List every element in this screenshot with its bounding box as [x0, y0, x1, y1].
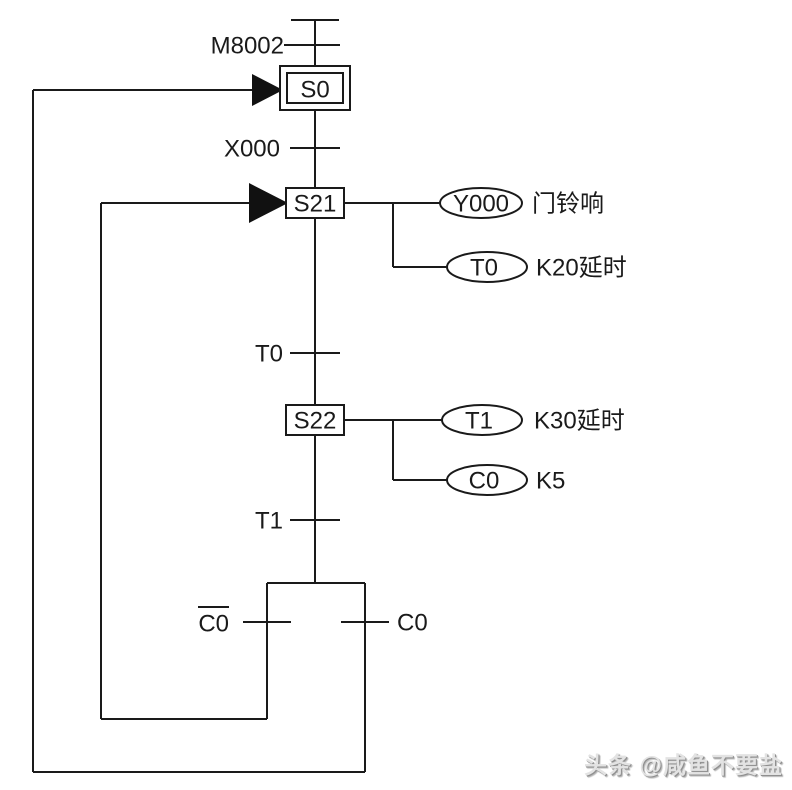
- step-s22-box: [285, 404, 345, 436]
- watermark: 头条 @咸鱼不要盐: [584, 752, 783, 778]
- action-y000-device: Y000: [453, 191, 509, 218]
- action-t0: T0 K20延时: [446, 251, 627, 283]
- step-s21-label: S21: [294, 191, 337, 218]
- action-t0-device: T0: [470, 255, 498, 282]
- step-s22-label: S22: [294, 408, 337, 435]
- entry-arrow-s0-icon: [252, 74, 283, 106]
- step-s21: S21: [285, 187, 345, 219]
- action-c0-comment: K5: [536, 468, 565, 495]
- transition-c0not-label: C0: [198, 611, 229, 638]
- wires: [32, 19, 447, 773]
- initial-step-label: S0: [300, 77, 329, 104]
- step-s22: S22: [285, 404, 345, 436]
- action-c0-oval: [446, 464, 528, 496]
- action-t1-comment: K30延时: [534, 408, 625, 435]
- step-s21-box: [285, 187, 345, 219]
- entry-arrow-s21-icon: [249, 183, 288, 223]
- action-c0: C0 K5: [446, 464, 565, 496]
- action-t0-oval: [446, 251, 528, 283]
- action-t1-oval: [441, 404, 523, 436]
- action-y000-comment: 门铃响: [532, 191, 604, 218]
- initial-step-inner-box: [286, 72, 344, 104]
- transition-t0-label: T0: [255, 341, 283, 368]
- action-c0-device: C0: [469, 468, 500, 495]
- action-y000-oval: [439, 187, 523, 219]
- action-t0-comment: K20延时: [536, 255, 627, 282]
- action-y000: Y000 门铃响: [439, 187, 604, 219]
- transition-m8002-label: M8002: [211, 33, 284, 60]
- initial-step-s0: S0: [279, 65, 351, 111]
- transition-t1-label: T1: [255, 508, 283, 535]
- transition-c0-label: C0: [397, 610, 428, 637]
- transition-x000-label: X000: [224, 136, 280, 163]
- action-t1-device: T1: [465, 408, 493, 435]
- action-t1: T1 K30延时: [441, 404, 625, 436]
